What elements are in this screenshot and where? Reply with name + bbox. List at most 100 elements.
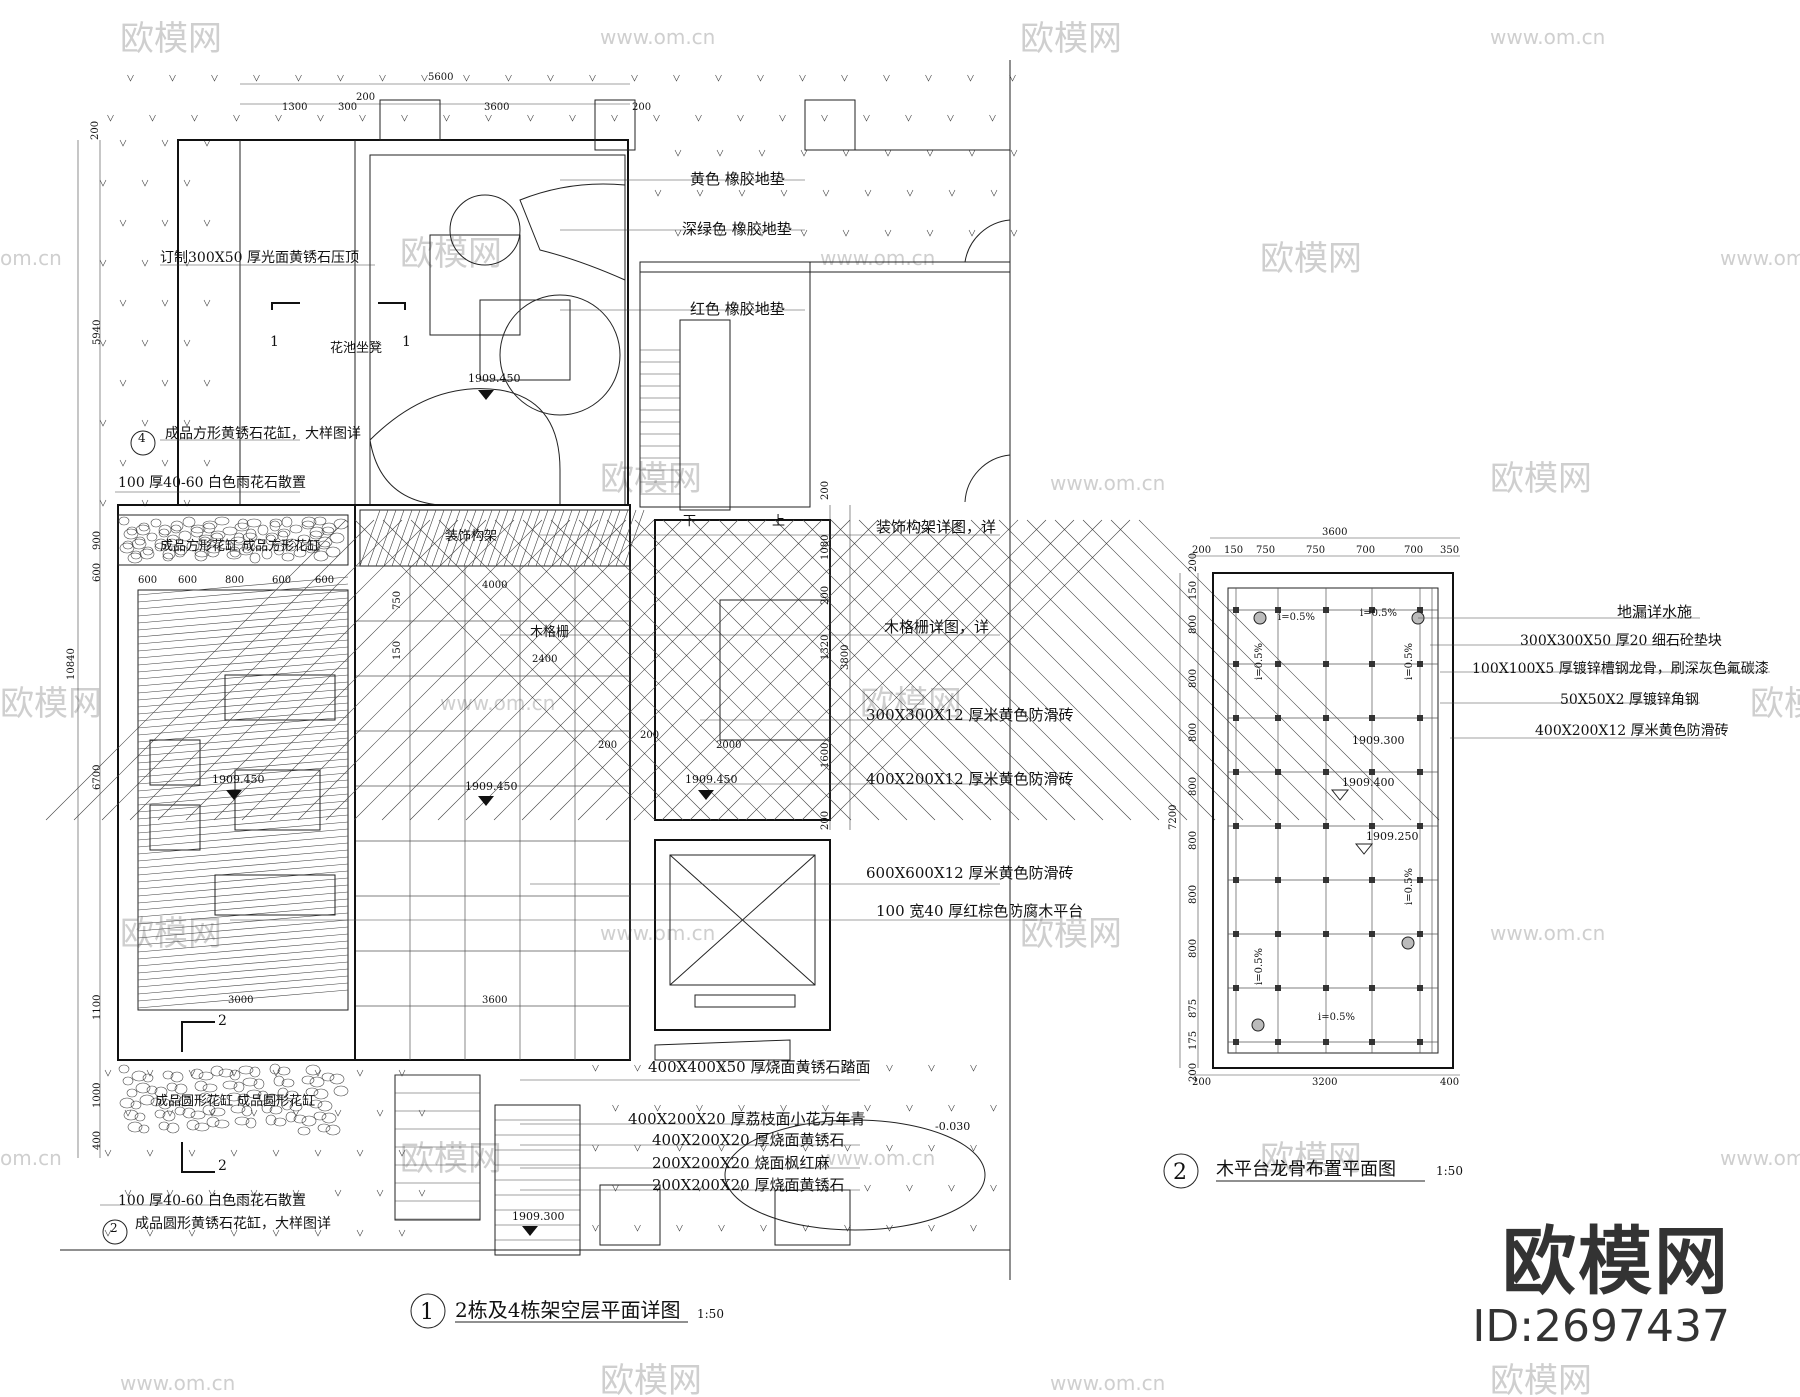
dim-text: 800	[1188, 615, 1199, 634]
plan1-title-block: 1 2栋及4栋架空层平面详图 1:50	[410, 1293, 724, 1329]
dim-text: 750	[1256, 545, 1275, 556]
annotation-label: 300X300X12 厚米黄色防滑砖	[866, 706, 1073, 724]
annotation-label: 成品方形黄锈石花缸，大样图详	[165, 425, 361, 442]
dim-text: 900	[92, 531, 103, 550]
slope-label: i=0.5%	[1254, 948, 1265, 985]
annotation-label: 订制300X50 厚光面黄锈石压顶	[160, 249, 359, 266]
watermark-site: www.om.cn	[120, 1371, 235, 1395]
plan-number: 2	[1173, 1160, 1187, 1185]
watermark-site: www.om.cn	[1720, 246, 1800, 270]
dim-text: 800	[1188, 723, 1199, 742]
watermark-site: www.om.cn	[1490, 921, 1605, 945]
watermark-site: om.cn	[0, 246, 62, 270]
joist-grid	[1228, 588, 1438, 1053]
watermark-brand: 欧模网	[400, 234, 502, 274]
watermark-site: www.om.cn	[600, 25, 715, 49]
dim-text: 800	[1188, 831, 1199, 850]
annotation-label: 100 宽40 厚红棕色防腐木平台	[876, 902, 1083, 920]
plan1-deck-dimensions: 600 600 800 600 600 3000 3600 4000 2400 …	[138, 575, 557, 1006]
plan1-leader-lines	[100, 179, 1060, 1206]
dim-text: 1000	[92, 1083, 103, 1108]
plan1-outlines	[45, 60, 1440, 1280]
dim-text: 3000	[228, 995, 253, 1006]
elevation-label: 1909.450	[212, 773, 265, 786]
annotation-label: 200X200X20 烧面枫红麻	[652, 1154, 829, 1172]
watermark-brand: 欧模网	[1020, 19, 1122, 59]
plan2-bottom-dimensions: 200 3200 400	[1190, 1074, 1460, 1088]
elevation-label: 1909.400	[1342, 776, 1395, 789]
watermark-brand: 欧模网	[1490, 459, 1592, 499]
annotation-label: 400X200X20 厚荔枝面小花万年青	[628, 1110, 865, 1128]
annotation-label: 地漏详水施	[1617, 603, 1692, 621]
elevation-triangle	[226, 790, 242, 800]
detail-ref: 2	[110, 1221, 118, 1235]
annotation-label: 花池坐凳	[330, 340, 382, 356]
annotation-label: 300X300X50 厚20 细石砼垫块	[1520, 633, 1722, 649]
dim-text: 3600	[1322, 527, 1347, 538]
elevation-triangle	[478, 390, 494, 400]
elevation-label: 1909.450	[465, 780, 518, 793]
plan1-top-dimensions: 5600 200 1300 300 3600 200	[240, 72, 651, 113]
plan1-elevation-markers: 1909.450 1909.450 1909.450 1909.450 1909…	[212, 372, 970, 1236]
dim-text: 4000	[482, 580, 507, 591]
dim-text: 800	[1188, 777, 1199, 796]
wood-deck-hatch	[137, 576, 349, 1009]
dim-text: 10840	[66, 648, 77, 680]
dim-text: 1080	[820, 535, 831, 560]
elevation-triangle	[478, 796, 494, 806]
elevation-label: -0.030	[935, 1120, 970, 1133]
elevation-label: 1909.250	[1366, 830, 1419, 843]
floor-drain-icon	[1401, 936, 1415, 950]
plan2-title-block: 2 木平台龙骨布置平面图 1:50	[1163, 1153, 1463, 1189]
diagonal-tile-area	[45, 519, 1440, 821]
plan-scale: 1:50	[1436, 1164, 1463, 1178]
elevation-triangle	[522, 1226, 538, 1236]
plan-title: 2栋及4栋架空层平面详图	[455, 1298, 680, 1322]
section-ref: 1	[402, 334, 411, 350]
dim-text: 5600	[428, 72, 453, 83]
elevation-label: 1909.300	[1352, 734, 1405, 747]
annotation-label: 600X600X12 厚米黄色防滑砖	[866, 864, 1073, 882]
watermark-brand: 欧模网	[400, 1139, 502, 1179]
annotation-label: 木格栅	[530, 624, 569, 640]
dim-text: 300	[338, 102, 357, 113]
dim-text: 800	[1188, 885, 1199, 904]
watermark-brand: 欧模网	[600, 1361, 702, 1397]
watermark-brand: 欧模网	[1260, 1139, 1362, 1179]
slope-label: i=0.5%	[1254, 643, 1265, 680]
section-ref: 1	[270, 334, 279, 350]
annotation-label: 100X100X5 厚镀锌槽钢龙骨，刷深灰色氟碳漆	[1472, 660, 1769, 677]
dim-text: 150	[1188, 581, 1199, 600]
dim-text: 200	[640, 730, 659, 741]
dim-text: 2400	[532, 654, 557, 665]
annotation-label: 400X400X50 厚烧面黄锈石踏面	[648, 1058, 870, 1076]
floor-drain-icon	[1253, 611, 1267, 625]
annotation-label: 成品圆形黄锈石花缸，大样图详	[135, 1215, 331, 1232]
dim-text: 700	[1356, 545, 1375, 556]
paving-grid	[354, 565, 631, 1060]
slope-label: i=0.5%	[1278, 612, 1315, 623]
plan-2-deck-joist-layout: 3600 200 150 750 750 700 700 350 i=0.5% …	[1163, 527, 1770, 1189]
dim-text: 2000	[716, 740, 741, 751]
stair-treads	[640, 349, 680, 495]
plan1-annotations: 黄色 橡胶地垫 深绿色 橡胶地垫 红色 橡胶地垫 订制300X50 厚光面黄锈石…	[118, 170, 1083, 1232]
dim-text: 5940	[92, 320, 103, 345]
annotation-label: 200X200X20 厚烧面黄锈石	[652, 1176, 844, 1194]
annotation-label: 成品方形花缸 成品方形花缸	[160, 538, 320, 554]
watermark-brand: 欧模网	[600, 459, 702, 499]
section-ref: 2	[218, 1013, 227, 1029]
plan2-elevations: 1909.300 1909.400 1909.250	[1330, 734, 1419, 855]
dim-text: 1300	[282, 102, 307, 113]
annotation-label: 木格栅详图，详	[884, 618, 989, 636]
annotation-label: 400X200X20 厚烧面黄锈石	[652, 1131, 844, 1149]
watermark-site: www.om.cn	[1490, 25, 1605, 49]
dim-text: 200	[1188, 553, 1199, 572]
watermark-site: www.om.cn	[600, 921, 715, 945]
plan1-left-dimensions: 200 5940 10840 6700 1100 1000 400 600 90…	[66, 121, 103, 1158]
dim-text: 700	[1404, 545, 1423, 556]
dim-text: 350	[1440, 545, 1459, 556]
plan2-slopes: i=0.5% i=0.5% i=0.5% i=0.5% i=0.5% i=0.5…	[1254, 608, 1415, 1023]
stair-direction-up: 上	[772, 514, 785, 529]
dim-text: 600	[178, 575, 197, 586]
annotation-label: 深绿色 橡胶地垫	[682, 220, 792, 238]
